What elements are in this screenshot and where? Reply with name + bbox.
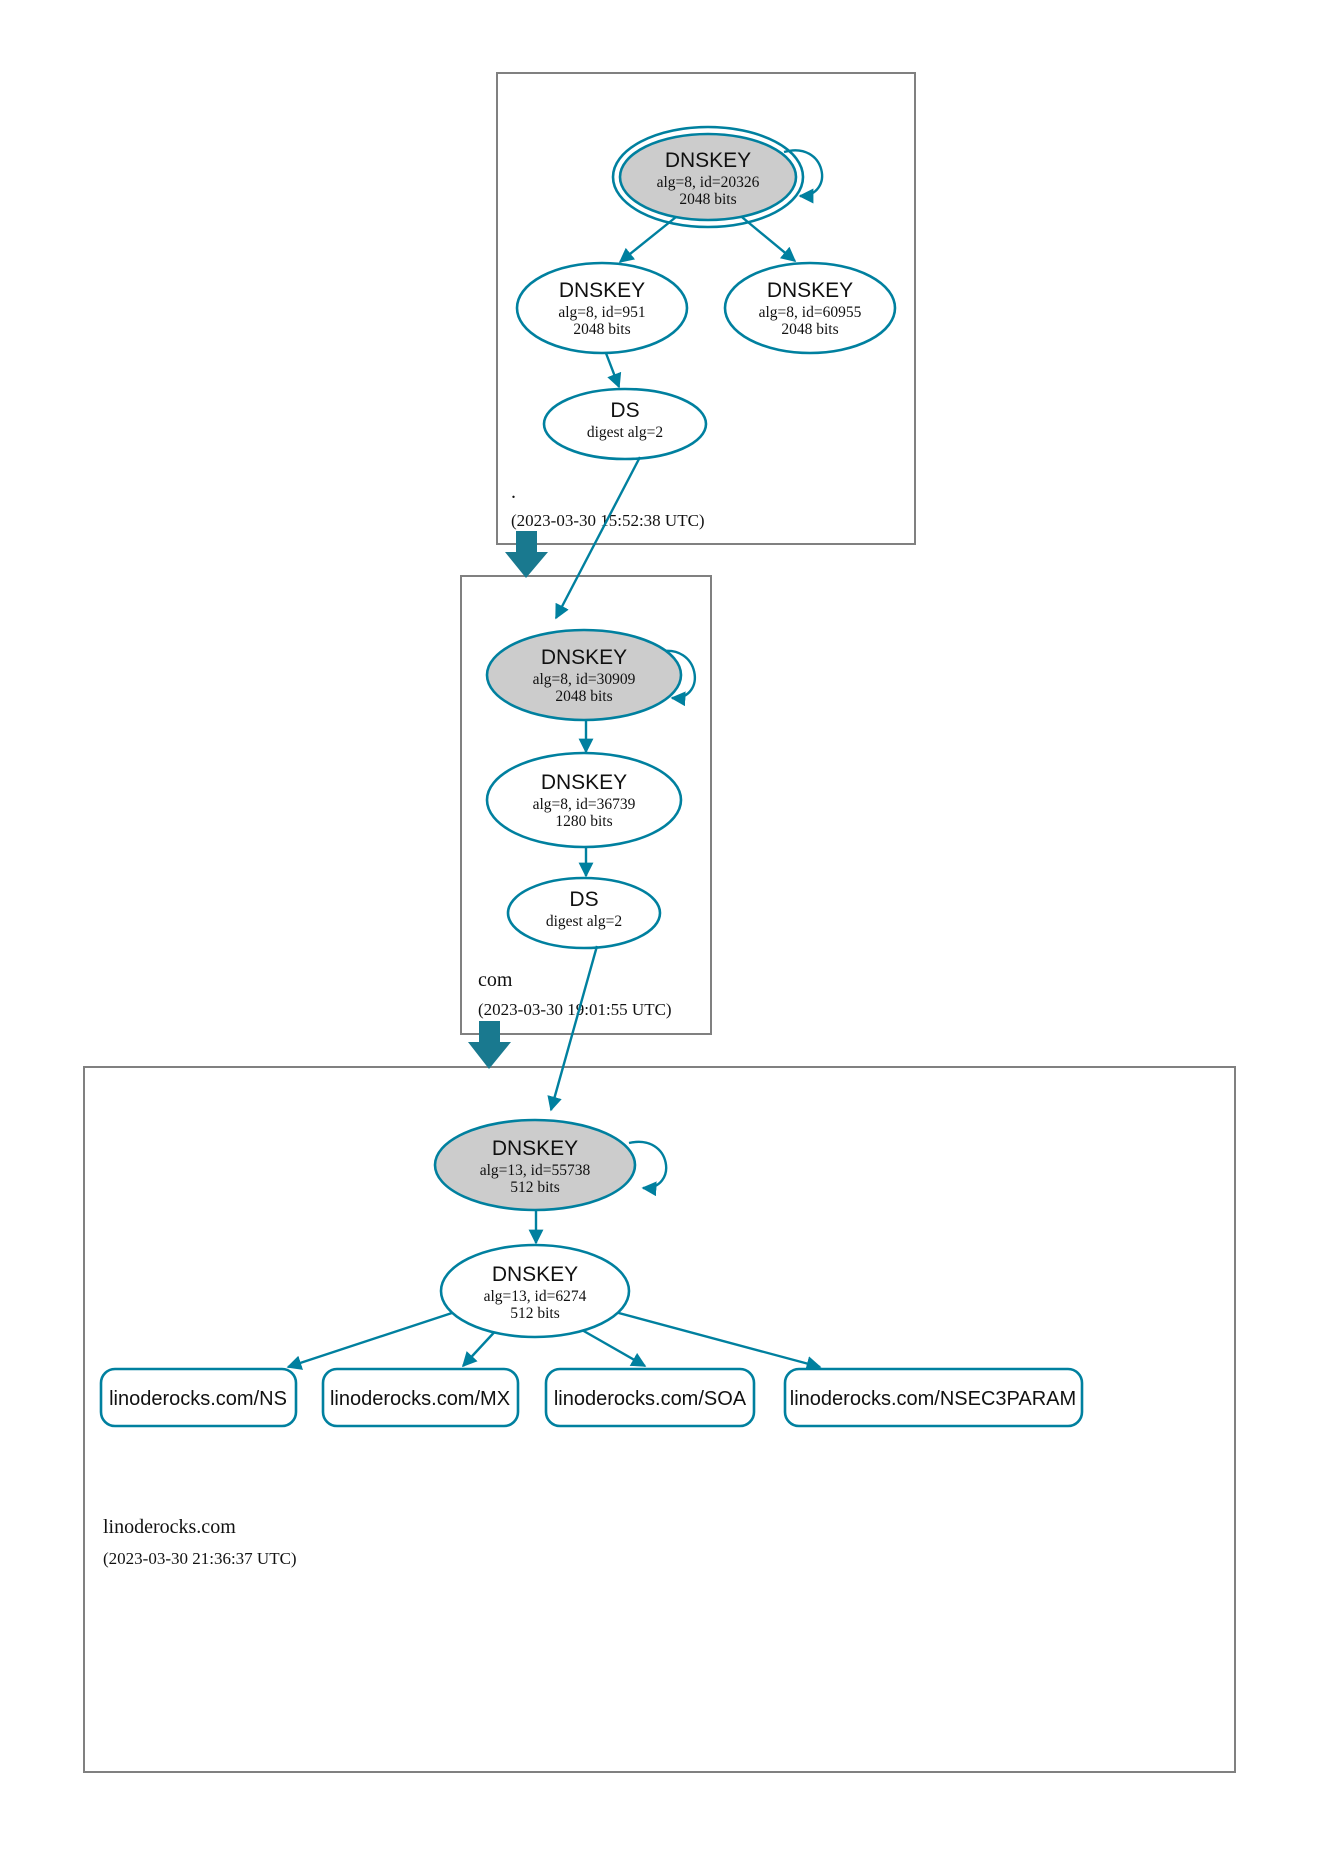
edge-lr-zsk-to-nsec3param xyxy=(614,1310,822,1371)
rrset-label-soa: linoderocks.com/SOA xyxy=(554,1388,747,1410)
edge-root-ksk-to-zsk951 xyxy=(618,212,682,263)
rrset-box-ns[interactable] xyxy=(99,1367,298,1428)
zone-label-linoderocks: linoderocks.com xyxy=(103,1516,236,1538)
node-com-ksk[interactable] xyxy=(485,628,683,722)
node-root-zsk-60955-line1: alg=8, id=60955 xyxy=(759,304,862,321)
node-com-zsk-line1: alg=8, id=36739 xyxy=(533,796,636,813)
zone-label-com: com xyxy=(478,969,513,991)
edge-root-ksk-self-sign xyxy=(783,149,824,204)
node-linoderocks-ksk-line1: alg=13, id=55738 xyxy=(480,1162,591,1179)
node-root-zsk-951[interactable] xyxy=(515,261,689,355)
node-root-zsk-60955-title: DNSKEY xyxy=(767,279,853,302)
node-com-zsk[interactable] xyxy=(485,751,683,849)
rrset-label-ns: linoderocks.com/NS xyxy=(109,1388,287,1410)
rrset-box-soa[interactable] xyxy=(544,1367,756,1428)
edge-com-ds-to-linoderocks-ksk xyxy=(547,945,599,1112)
zone-timestamp-com: (2023-03-30 19:01:55 UTC) xyxy=(478,1000,672,1019)
node-com-ksk-line1: alg=8, id=30909 xyxy=(533,671,636,688)
node-root-zsk-60955[interactable] xyxy=(723,261,897,355)
trust-anchor-outline-root-ksk xyxy=(611,125,805,229)
zone-timestamp-linoderocks: (2023-03-30 21:36:37 UTC) xyxy=(103,1549,297,1568)
node-root-ksk-title: DNSKEY xyxy=(665,149,751,172)
node-root-zsk-951-line1: alg=8, id=951 xyxy=(558,304,645,321)
node-com-zsk-line2: 1280 bits xyxy=(555,813,612,830)
node-root-zsk-951-title: DNSKEY xyxy=(559,279,645,302)
node-root-ds[interactable] xyxy=(542,387,708,461)
node-linoderocks-zsk[interactable] xyxy=(439,1243,631,1339)
node-com-ds-line1: digest alg=2 xyxy=(546,913,622,930)
node-linoderocks-ksk-title: DNSKEY xyxy=(492,1137,578,1160)
node-linoderocks-zsk-title: DNSKEY xyxy=(492,1263,578,1286)
edge-com-ksk-self-sign xyxy=(657,649,697,707)
edge-root-zsk951-to-ds xyxy=(602,347,622,389)
node-linoderocks-zsk-line2: 512 bits xyxy=(510,1305,560,1322)
edge-root-ksk-to-zsk60955 xyxy=(736,212,797,262)
node-com-ds-title: DS xyxy=(569,888,598,911)
edge-lr-zsk-to-ns xyxy=(286,1310,456,1370)
rrset-label-nsec3param: linoderocks.com/NSEC3PARAM xyxy=(790,1388,1076,1410)
node-root-ksk[interactable] xyxy=(618,132,798,222)
node-linoderocks-zsk-line1: alg=13, id=6274 xyxy=(484,1288,587,1305)
node-root-ds-title: DS xyxy=(610,399,639,422)
node-root-ksk-line2: 2048 bits xyxy=(679,191,736,208)
edge-lr-zsk-to-soa xyxy=(574,1324,647,1368)
node-root-ksk-line1: alg=8, id=20326 xyxy=(657,174,760,191)
edge-lr-ksk-self-sign xyxy=(628,1140,668,1197)
rrset-box-mx[interactable] xyxy=(321,1367,520,1428)
node-com-ksk-line2: 2048 bits xyxy=(555,688,612,705)
node-com-ds[interactable] xyxy=(506,876,662,950)
node-root-zsk-951-line2: 2048 bits xyxy=(573,321,630,338)
zone-label-root: . xyxy=(511,481,516,503)
node-linoderocks-ksk[interactable] xyxy=(433,1118,637,1212)
node-linoderocks-ksk-line2: 512 bits xyxy=(510,1179,560,1196)
node-root-zsk-60955-line2: 2048 bits xyxy=(781,321,838,338)
rrset-label-mx: linoderocks.com/MX xyxy=(330,1388,510,1410)
delegation-arrow-com-to-linoderocks xyxy=(468,1021,511,1069)
node-root-ds-line1: digest alg=2 xyxy=(587,424,663,441)
edge-root-ds-to-com-ksk xyxy=(554,456,642,620)
delegation-arrow-root-to-com xyxy=(505,531,548,578)
node-com-zsk-title: DNSKEY xyxy=(541,771,627,794)
rrset-box-nsec3param[interactable] xyxy=(783,1367,1084,1428)
node-com-ksk-title: DNSKEY xyxy=(541,646,627,669)
